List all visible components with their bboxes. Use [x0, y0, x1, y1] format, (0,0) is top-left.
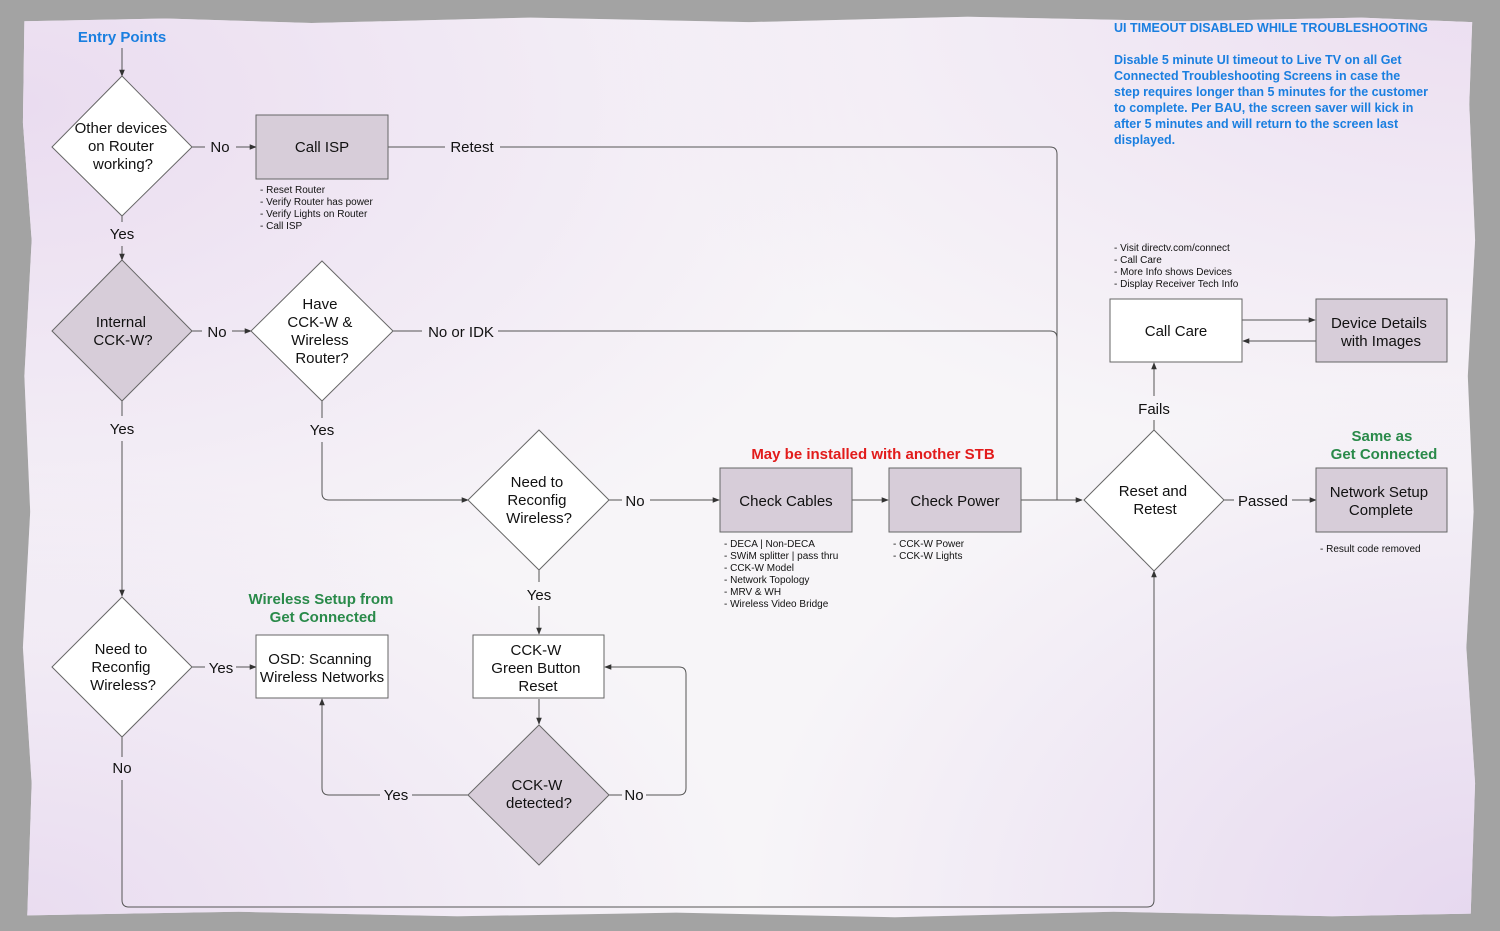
edge-label-retest: Retest — [450, 139, 494, 156]
node-need-reconfig-left-shape — [51, 596, 193, 738]
note-check-cables: - DECA | Non-DECA - SWiM splitter | pass… — [724, 539, 841, 610]
node-internal-cckw-shape — [51, 259, 193, 402]
edge-labels: No Retest Yes No No or IDK Yes Yes No Ye… — [110, 139, 1288, 804]
node-need-reconfig-mid-label: Need to Reconfig Wireless? — [506, 474, 572, 527]
note-check-power: - CCK-W Power - CCK-W Lights — [893, 539, 967, 562]
nodes: Other devices on Router working? Call IS… — [51, 75, 1448, 866]
node-check-cables-label: Check Cables — [739, 493, 832, 510]
node-reset-retest-shape — [1083, 429, 1225, 572]
node-need-reconfig-left-label: Need to Reconfig Wireless? — [90, 641, 156, 694]
edge-need-reconfig-left-no-b — [121, 570, 1157, 908]
edge-call-isp-retest-b — [500, 146, 1058, 500]
node-other-devices-label: Other devices on Router working? — [75, 120, 172, 173]
edge-label-no-3: No — [625, 493, 644, 510]
node-call-isp-shape — [255, 114, 389, 180]
edge-label-no-5: No — [624, 787, 643, 804]
timeout-body: Disable 5 minute UI timeout to Live TV o… — [1114, 53, 1431, 147]
edge-label-yes-3: Yes — [310, 422, 334, 439]
node-cckw-detected-label: CCK-W detected? — [506, 777, 572, 812]
node-other-devices-shape — [51, 75, 193, 217]
annotations: Entry Points UI TIMEOUT DISABLED WHILE T… — [78, 21, 1438, 626]
node-call-care-label: Call Care — [1145, 323, 1208, 340]
node-osd-scanning-shape — [255, 634, 389, 699]
entry-points-title: Entry Points — [78, 29, 166, 46]
edge-label-fails: Fails — [1138, 401, 1170, 418]
edge-have-cckw-no-b — [498, 330, 1058, 500]
edge-label-yes-5: Yes — [209, 660, 233, 677]
notes: - Reset Router - Verify Router has power… — [260, 185, 1421, 610]
note-call-care: - Visit directv.com/connect - Call Care … — [1114, 243, 1239, 290]
node-internal-cckw-label: Internal CCK-W? — [93, 314, 152, 349]
node-network-setup-label: Network Setup Complete — [1330, 484, 1433, 519]
edge-label-no-or-idk: No or IDK — [428, 324, 494, 341]
edge-have-cckw-yes-b — [321, 442, 469, 503]
node-call-care-shape — [1109, 298, 1243, 363]
note-network-setup: - Result code removed — [1320, 544, 1421, 555]
edge-label-no-4: No — [112, 760, 131, 777]
node-have-cckw-shape — [250, 260, 394, 402]
edge-detected-no-b — [604, 664, 687, 796]
wireless-setup-annotation: Wireless Setup from Get Connected — [248, 591, 397, 626]
edge-label-yes-1: Yes — [110, 226, 134, 243]
node-device-details-shape — [1315, 298, 1448, 363]
node-cckw-detected-shape — [467, 724, 610, 866]
edge-detected-yes-b — [319, 698, 380, 796]
edge-label-yes-6: Yes — [384, 787, 408, 804]
connectors — [119, 48, 1317, 908]
node-cckw-green-label: CCK-W Green Button Reset — [491, 642, 584, 695]
node-reset-retest-label: Reset and Retest — [1119, 483, 1192, 518]
edge-label-yes-2: Yes — [110, 421, 134, 438]
edge-label-yes-4: Yes — [527, 587, 551, 604]
edge-label-no-2: No — [207, 324, 226, 341]
node-device-details-label: Device Details with Images — [1331, 315, 1431, 350]
node-check-cables-shape — [719, 467, 853, 533]
node-cckw-green-shape — [472, 634, 605, 699]
same-as-annotation: Same as Get Connected — [1331, 428, 1438, 463]
timeout-title: UI TIMEOUT DISABLED WHILE TROUBLESHOOTIN… — [1114, 21, 1428, 35]
note-call-isp: - Reset Router - Verify Router has power… — [260, 185, 376, 232]
node-have-cckw-label: Have CCK-W & Wireless Router? — [287, 296, 356, 367]
node-check-power-label: Check Power — [910, 493, 999, 510]
node-network-setup-shape — [1315, 467, 1448, 533]
edge-label-no-1: No — [210, 139, 229, 156]
node-call-isp-label: Call ISP — [295, 139, 349, 156]
may-be-installed-annotation: May be installed with another STB — [751, 446, 995, 463]
node-check-power-shape — [888, 467, 1022, 533]
edge-label-passed: Passed — [1238, 493, 1288, 510]
node-osd-scanning-label: OSD: Scanning Wireless Networks — [260, 651, 384, 686]
node-need-reconfig-mid-shape — [467, 429, 610, 571]
